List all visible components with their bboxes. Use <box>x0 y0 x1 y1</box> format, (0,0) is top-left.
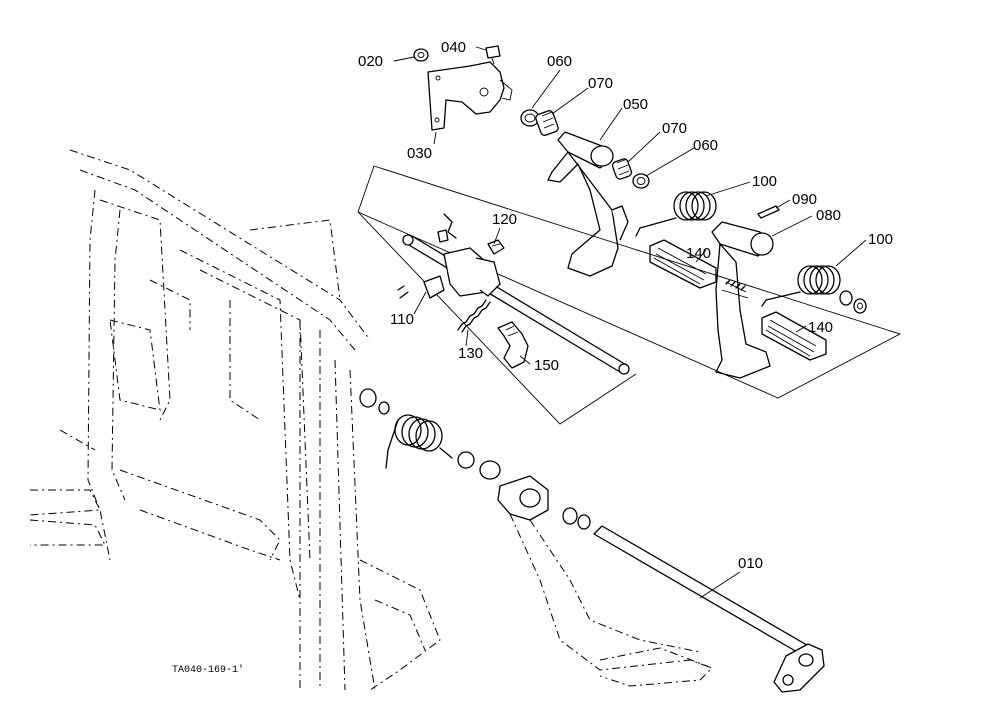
label-130: 130 <box>458 345 483 362</box>
pedal-pad-140-lower <box>761 311 827 361</box>
label-110: 110 <box>390 311 414 328</box>
subassembly-panel-outline <box>357 165 902 425</box>
nut-120 <box>487 239 505 255</box>
tractor-frame-outline <box>29 149 441 691</box>
pin-090 <box>757 205 780 219</box>
bearing-070-upper <box>535 110 559 136</box>
drawing-code: TA040-169-1' <box>172 664 244 676</box>
label-100-lower: 100 <box>868 231 893 248</box>
clutch-pedal-lower <box>497 475 713 687</box>
washer-020 <box>413 48 429 62</box>
spring-100-lower <box>761 265 841 307</box>
cross-shaft-010 <box>593 525 825 693</box>
ring-060-upper <box>520 109 540 127</box>
label-100-upper: 100 <box>752 173 777 190</box>
label-040: 040 <box>441 39 466 56</box>
label-070-lower: 070 <box>662 120 687 137</box>
bearing-070-lower <box>611 158 633 180</box>
label-060-upper: 060 <box>547 53 572 70</box>
spring-130 <box>457 299 491 333</box>
shaft-rings-lower <box>359 388 591 530</box>
label-080: 080 <box>816 207 841 224</box>
linkage-plates-110 <box>397 213 501 299</box>
bolt-040 <box>485 45 501 65</box>
bracket-030 <box>427 61 513 131</box>
boot-150 <box>497 321 529 369</box>
label-030: 030 <box>407 145 432 162</box>
label-140-lower: 140 <box>808 319 833 336</box>
leader-lines <box>393 46 867 599</box>
spring-lower <box>385 414 453 469</box>
pedal-arm-080 <box>711 221 774 379</box>
ring-060-lower <box>632 173 650 189</box>
label-010: 010 <box>738 555 763 572</box>
washers-right-end <box>839 290 867 314</box>
label-060-lower: 060 <box>693 137 718 154</box>
label-050: 050 <box>623 96 648 113</box>
label-020: 020 <box>358 53 383 70</box>
label-070-upper: 070 <box>588 75 613 92</box>
pedal-pad-140-upper <box>649 239 717 289</box>
label-150: 150 <box>534 357 559 374</box>
spring-100-upper <box>635 191 717 237</box>
label-140-upper: 140 <box>686 245 711 262</box>
part-labels: 020 040 030 060 070 050 070 060 100 090 … <box>172 39 893 676</box>
label-090: 090 <box>792 191 817 208</box>
label-120: 120 <box>492 211 517 228</box>
pedal-arm-050 <box>547 131 629 277</box>
